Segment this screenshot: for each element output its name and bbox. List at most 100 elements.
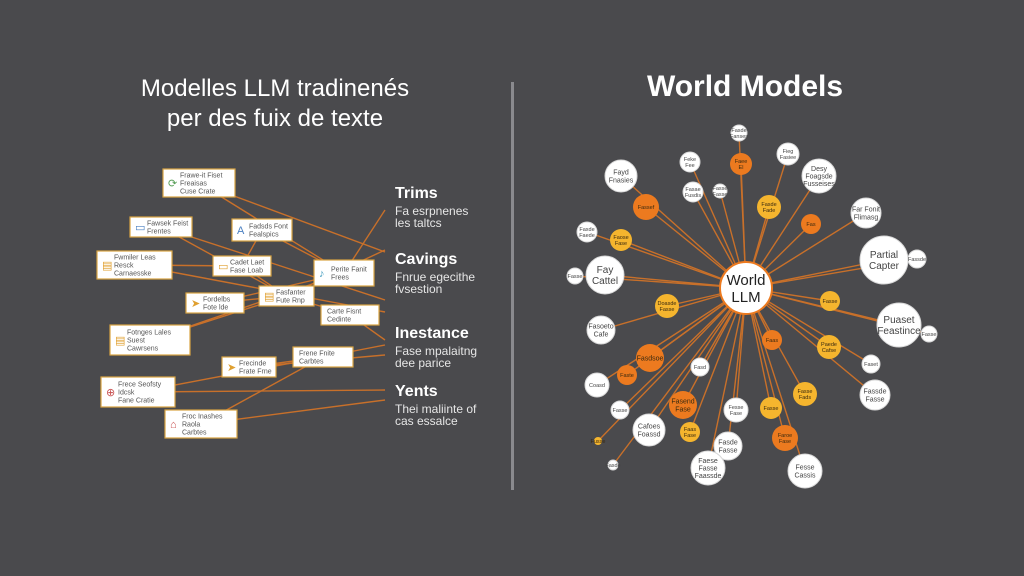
box-rect bbox=[96, 250, 173, 280]
box-rect bbox=[221, 356, 277, 378]
node-circle bbox=[730, 124, 748, 142]
node-circle bbox=[610, 229, 632, 251]
node-label: Fasse bbox=[865, 396, 884, 403]
box-label: Frees bbox=[331, 275, 349, 282]
node-label: Fase bbox=[675, 406, 691, 413]
node-circle bbox=[817, 335, 841, 359]
box-glyph-icon: ▤ bbox=[102, 260, 112, 272]
box-rect bbox=[162, 168, 236, 198]
box-label: Fute Rnp bbox=[276, 298, 305, 305]
node-label: Cattel bbox=[592, 276, 618, 287]
node-circle bbox=[636, 344, 664, 372]
node-label: Fasde bbox=[731, 128, 746, 134]
box-rect bbox=[164, 409, 238, 439]
node-circle bbox=[594, 437, 602, 445]
box-label: Freaisas bbox=[180, 181, 207, 188]
radial-edge bbox=[619, 287, 747, 411]
left-edge bbox=[160, 226, 386, 301]
node-circle bbox=[633, 194, 659, 220]
node-circle bbox=[712, 183, 728, 199]
box-label: Perite Fanit bbox=[331, 267, 367, 274]
box-label: Cuse Crate bbox=[180, 189, 216, 196]
node-label: Fasse bbox=[798, 389, 813, 395]
box-label: Frene Fnite bbox=[299, 351, 335, 358]
node-circle bbox=[787, 453, 823, 489]
node-label: Faste bbox=[620, 373, 634, 379]
box-label: Fasfanter bbox=[276, 290, 306, 297]
node-label: Fasd bbox=[694, 365, 706, 371]
node-label: Fasse bbox=[823, 299, 838, 305]
radial-edge bbox=[745, 287, 876, 396]
node-label: Fasse bbox=[718, 447, 737, 454]
node-label: Fasse bbox=[713, 186, 728, 192]
legend-text: Fa esrpnenes bbox=[395, 204, 468, 218]
node-label: Fasse bbox=[922, 332, 937, 338]
node-circle bbox=[850, 197, 882, 229]
node-label: Fasse bbox=[568, 274, 583, 280]
node-circle bbox=[586, 315, 616, 345]
box-label: Frecinde bbox=[239, 361, 266, 368]
node-label: Capter bbox=[869, 261, 900, 272]
node-label: Faese bbox=[698, 458, 718, 465]
network-node-n11: Fas bbox=[801, 214, 821, 234]
network-node-n18: Fassde bbox=[907, 249, 927, 269]
node-circle bbox=[801, 214, 821, 234]
legend-text: les taltcs bbox=[395, 216, 442, 230]
node-label: Fesse bbox=[795, 465, 814, 472]
node-circle bbox=[730, 153, 752, 175]
node-label: Fasoeto bbox=[588, 324, 613, 331]
node-label: Fasse bbox=[764, 406, 779, 412]
box-rect bbox=[258, 285, 315, 307]
node-label: Faassde bbox=[695, 473, 722, 480]
box-glyph-icon: ♪ bbox=[319, 268, 325, 280]
node-label: Fasae bbox=[685, 187, 700, 193]
legend-text: dee parice bbox=[395, 356, 451, 370]
center-node-circle bbox=[719, 261, 773, 315]
network-node-n26: Fasdsoe bbox=[636, 344, 664, 372]
node-circle bbox=[669, 391, 697, 419]
panel-divider bbox=[511, 82, 514, 490]
node-circle bbox=[690, 450, 726, 486]
node-circle bbox=[876, 302, 922, 348]
node-label: Flimasg bbox=[854, 214, 879, 221]
node-label: Fasend bbox=[671, 399, 694, 406]
node-label: Fasde bbox=[718, 440, 738, 447]
node-label: Fnasies bbox=[609, 177, 634, 184]
node-label: Fasse bbox=[713, 192, 728, 198]
node-circle bbox=[604, 159, 638, 193]
network-node-n30: Coasd bbox=[584, 372, 610, 398]
node-label: Foassd bbox=[638, 431, 661, 438]
center-node-label: LLM bbox=[731, 289, 760, 306]
node-circle bbox=[801, 158, 837, 194]
node-label: Fassde bbox=[864, 389, 887, 396]
box-label: Frawe-it Fiset bbox=[180, 173, 222, 180]
node-label: Fusseises bbox=[803, 181, 835, 188]
node-label: Cassis bbox=[794, 472, 816, 479]
network-node-n29: Faste bbox=[617, 365, 637, 385]
box-glyph-icon: ⊕ bbox=[106, 387, 115, 399]
node-circle bbox=[820, 291, 840, 311]
node-label: Faede bbox=[579, 233, 595, 239]
box-label: Carbtes bbox=[182, 430, 207, 437]
node-label: Fasiee bbox=[780, 155, 797, 161]
node-circle bbox=[655, 294, 679, 318]
node-label: Fusdis bbox=[685, 193, 701, 199]
node-circle bbox=[861, 354, 881, 374]
